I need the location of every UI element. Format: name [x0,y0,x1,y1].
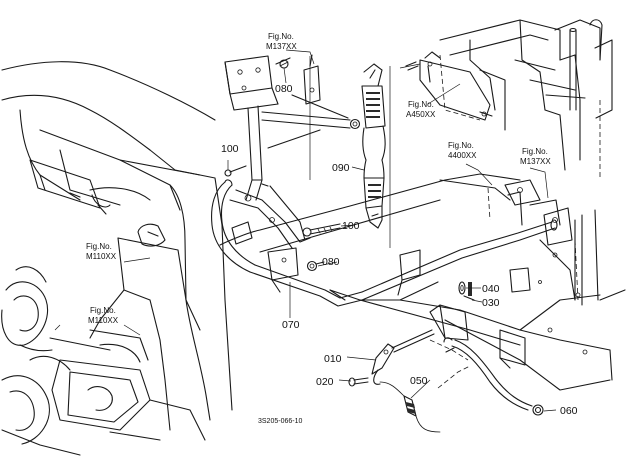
callout-070: 070 [282,319,300,331]
fig-ref-m137-top-line2: M137XX [266,42,297,51]
callout-060: 060 [560,405,578,417]
fig-ref-m137-top-line1: Fig.No. [268,32,294,41]
lever-010 [371,329,435,385]
fig-ref-m110-upper-line1: Fig.No. [86,242,112,251]
bolt-080-lower [306,260,325,272]
fig-ref-m110-upper-line2: M110XX [86,252,117,261]
callout-050: 050 [410,375,428,387]
part-callouts: 080 100 090 100 080 070 040 030 010 020 … [221,83,578,417]
leader-lines [54,49,557,412]
callout-040: 040 [482,283,500,295]
fig-ref-a450-line1: Fig.No. [408,100,434,109]
callout-080-lower: 080 [322,256,340,268]
callout-100-lower: 100 [342,220,360,232]
bracket-a450 [405,51,493,121]
fig-ref-m137-right-line1: Fig.No. [522,147,548,156]
rod-070 [211,179,558,307]
dashboard-fender-structure [1,61,233,456]
fig-ref-m110-lower-line1: Fig.No. [90,306,116,315]
fig-ref-4400-line2: 4400XX [448,151,477,160]
callout-100-upper: 100 [221,143,239,155]
figure-references: Fig.No. M137XX Fig.No. A450XX Fig.No. 44… [86,32,551,325]
bolt-020 [348,377,369,387]
pin-040-washer-030 [458,281,475,301]
fig-ref-m137-right-line2: M137XX [520,157,551,166]
bolt-100-lower [302,223,341,237]
bracket-and-arm [224,54,361,293]
fig-ref-m110-lower-line2: M110XX [88,316,119,325]
drawing-code: 3S205-066-10 [258,418,302,425]
callout-080-upper: 080 [275,83,293,95]
callout-010: 010 [324,353,342,365]
strap-texture [366,92,381,198]
callout-020: 020 [316,376,334,388]
fig-ref-4400-line1: Fig.No. [448,141,474,150]
callout-090: 090 [332,162,350,174]
callout-030: 030 [482,297,500,309]
spring-050 [379,365,471,433]
fig-ref-a450-line2: A450XX [406,110,436,119]
spring-060 [443,337,544,416]
strap-090 [361,63,386,229]
